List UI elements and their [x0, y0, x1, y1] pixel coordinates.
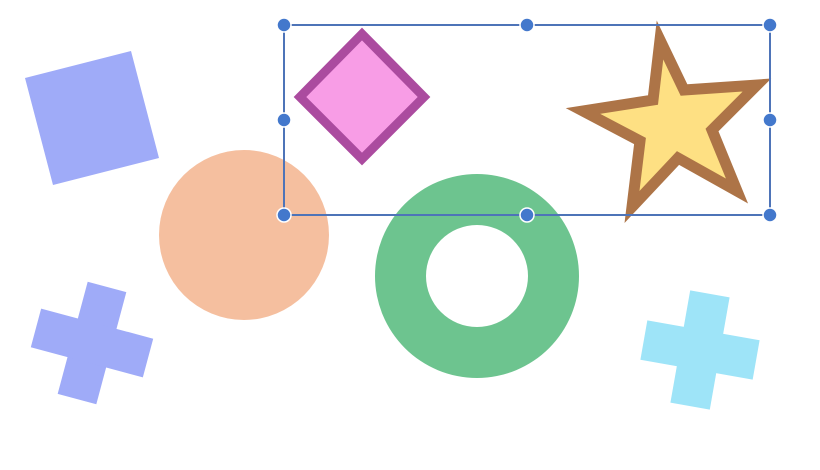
resize-handle-middle-left[interactable]	[276, 112, 292, 128]
square-shape[interactable]	[25, 51, 159, 185]
resize-handle-top-center[interactable]	[519, 17, 535, 33]
resize-handle-bottom-left[interactable]	[276, 207, 292, 223]
plus-shape-right[interactable]	[634, 284, 766, 416]
resize-handle-bottom-right[interactable]	[762, 207, 778, 223]
resize-handle-top-right[interactable]	[762, 17, 778, 33]
star-shape[interactable]	[565, 20, 772, 224]
selection-box[interactable]	[276, 17, 778, 223]
plus-shape-left[interactable]	[21, 272, 163, 414]
resize-handle-top-left[interactable]	[276, 17, 292, 33]
circle-shape[interactable]	[159, 150, 329, 320]
resize-handle-middle-right[interactable]	[762, 112, 778, 128]
ring-shape[interactable]	[375, 174, 579, 378]
diamond-shape[interactable]	[293, 27, 431, 166]
resize-handle-bottom-center[interactable]	[519, 207, 535, 223]
